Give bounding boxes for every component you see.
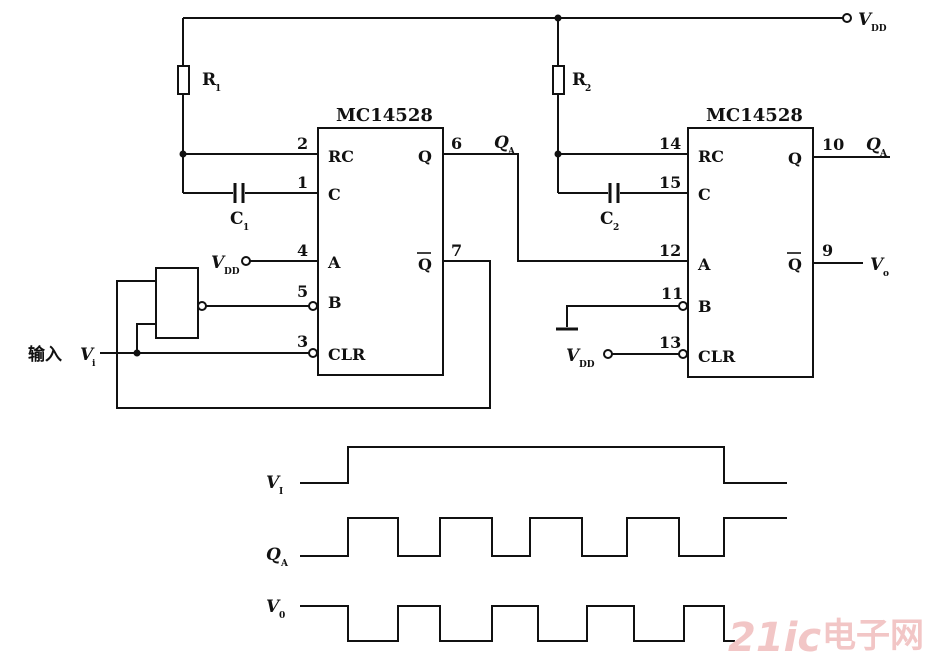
chip-1-wiring: V DD Q A <box>100 133 688 409</box>
chip-2-num-rc: 14 <box>659 134 681 153</box>
chip-2-pin-q: Q <box>788 149 802 168</box>
resistor-r2 <box>552 65 565 95</box>
chip-2-pin-c: C <box>698 185 711 204</box>
chip-2-pin-rc: RC <box>698 147 724 166</box>
chip-2-num-clr: 13 <box>659 333 681 352</box>
c2-sub: 2 <box>613 223 619 233</box>
qa-net-label: Q <box>494 133 509 153</box>
watermark: 21ic 电子网 <box>728 615 924 658</box>
chip-2-pin-b: B <box>698 297 712 316</box>
wave-vo-label: V <box>266 597 281 617</box>
vo-out-sub: o <box>883 269 889 279</box>
qa-out-label: Q <box>866 135 881 155</box>
chip-1-num-a: 4 <box>297 241 308 260</box>
wave-vo-sub: 0 <box>279 611 285 621</box>
r1-sub: 1 <box>215 84 221 94</box>
chip-1-pin-q: Q <box>418 147 432 166</box>
input-label: 输入 V i <box>28 344 96 369</box>
chip-2-pin-clr: CLR <box>698 347 736 366</box>
vdd-top-label: V <box>858 10 873 30</box>
qa-out-sub: A <box>879 149 888 159</box>
wave-vi-sub: I <box>279 487 283 497</box>
vdd-rail: V DD <box>183 10 887 34</box>
wave-vi <box>300 446 787 484</box>
wave-qa-sub: A <box>280 559 289 569</box>
input-text: 输入 <box>28 344 62 365</box>
vdd-terminal <box>842 13 852 23</box>
vo-out-label: V <box>870 255 885 275</box>
chip-1-pin-a: A <box>327 253 341 272</box>
chip-1-vdd-sub: DD <box>224 267 240 277</box>
watermark-cn: 电子网 <box>822 616 924 656</box>
chip-2-num-q: 10 <box>822 135 844 154</box>
chip-1-pin-clr: CLR <box>328 345 366 364</box>
input-gate <box>133 267 207 357</box>
vdd-top-sub: DD <box>871 24 887 34</box>
chip-1-pin-b: B <box>328 293 342 312</box>
chip-1-pin-c: C <box>328 185 341 204</box>
c1-sub: 1 <box>243 223 249 233</box>
watermark-brand: 21ic <box>728 615 821 658</box>
chip-2-num-b: 11 <box>661 284 683 303</box>
chip-1-num-clr: 3 <box>297 332 308 351</box>
qa-net-sub: A <box>507 147 516 157</box>
chip-1-num-b: 5 <box>297 282 308 301</box>
r1-label: R <box>202 70 217 90</box>
chip-2-pin-qbar: Q <box>788 255 802 274</box>
chip-1-pin-rc: RC <box>328 147 354 166</box>
chip-2-vdd-sub: DD <box>579 360 595 370</box>
chip-1: MC14528 RC C A B CLR Q Q 2 1 4 5 3 6 7 <box>297 105 462 376</box>
wave-qa <box>300 517 787 557</box>
chip-2: MC14528 RC C A B CLR Q Q 14 15 12 11 13 … <box>659 105 844 378</box>
chip-1-vdd-label: V <box>211 253 226 273</box>
vi-net-sub: i <box>92 359 96 369</box>
r2-sub: 2 <box>585 84 591 94</box>
chip-1-pin-qbar: Q <box>418 255 432 274</box>
left-timing-network: R 1 C 1 <box>177 18 318 233</box>
chip-2-pin-a: A <box>697 255 711 274</box>
c2-label: C <box>600 209 614 229</box>
resistor-r1 <box>177 65 190 95</box>
chip-1-num-c: 1 <box>297 173 308 192</box>
vi-net-label: V <box>80 345 95 365</box>
wave-vi-label: V <box>266 473 281 493</box>
chip-2-num-c: 15 <box>659 173 681 192</box>
chip-1-num-qbar: 7 <box>451 241 462 260</box>
right-timing-network: R 2 C 2 <box>552 18 688 233</box>
wave-vo <box>300 605 735 642</box>
r2-label: R <box>572 70 587 90</box>
timing-diagram: V I Q A V 0 <box>266 446 787 642</box>
chip-1-num-rc: 2 <box>297 134 308 153</box>
chip-1-num-q: 6 <box>451 134 462 153</box>
wave-qa-label: Q <box>266 545 281 565</box>
chip-2-num-a: 12 <box>659 241 681 260</box>
chip-1-part: MC14528 <box>336 105 433 126</box>
chip-2-num-qbar: 9 <box>822 241 833 260</box>
chip-2-part: MC14528 <box>706 105 803 126</box>
c1-label: C <box>230 209 244 229</box>
chip-2-wiring: V DD Q A V o <box>556 135 890 370</box>
chip-2-vdd-label: V <box>566 346 581 366</box>
